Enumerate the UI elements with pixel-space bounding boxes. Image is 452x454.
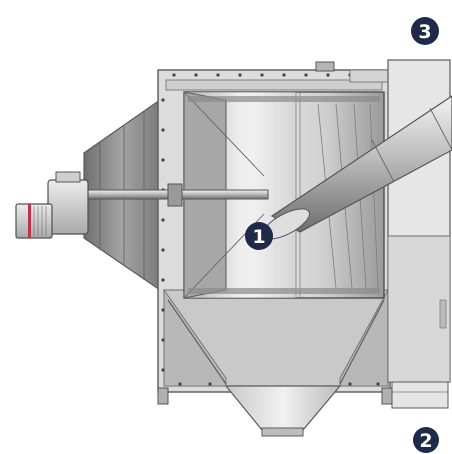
callout-1-label: 1 (252, 226, 265, 248)
bottom-discharge-cone (224, 385, 342, 437)
right-housing (387, 59, 451, 409)
drive-motor (15, 171, 89, 239)
callout-1: 1 (245, 222, 273, 250)
inlet-pipe (262, 95, 452, 240)
callout-2: 2 (413, 427, 439, 453)
callout-3: 3 (411, 17, 439, 45)
support-braces (167, 299, 385, 385)
callout-3-label: 3 (418, 21, 431, 43)
callout-2-label: 2 (419, 430, 432, 452)
